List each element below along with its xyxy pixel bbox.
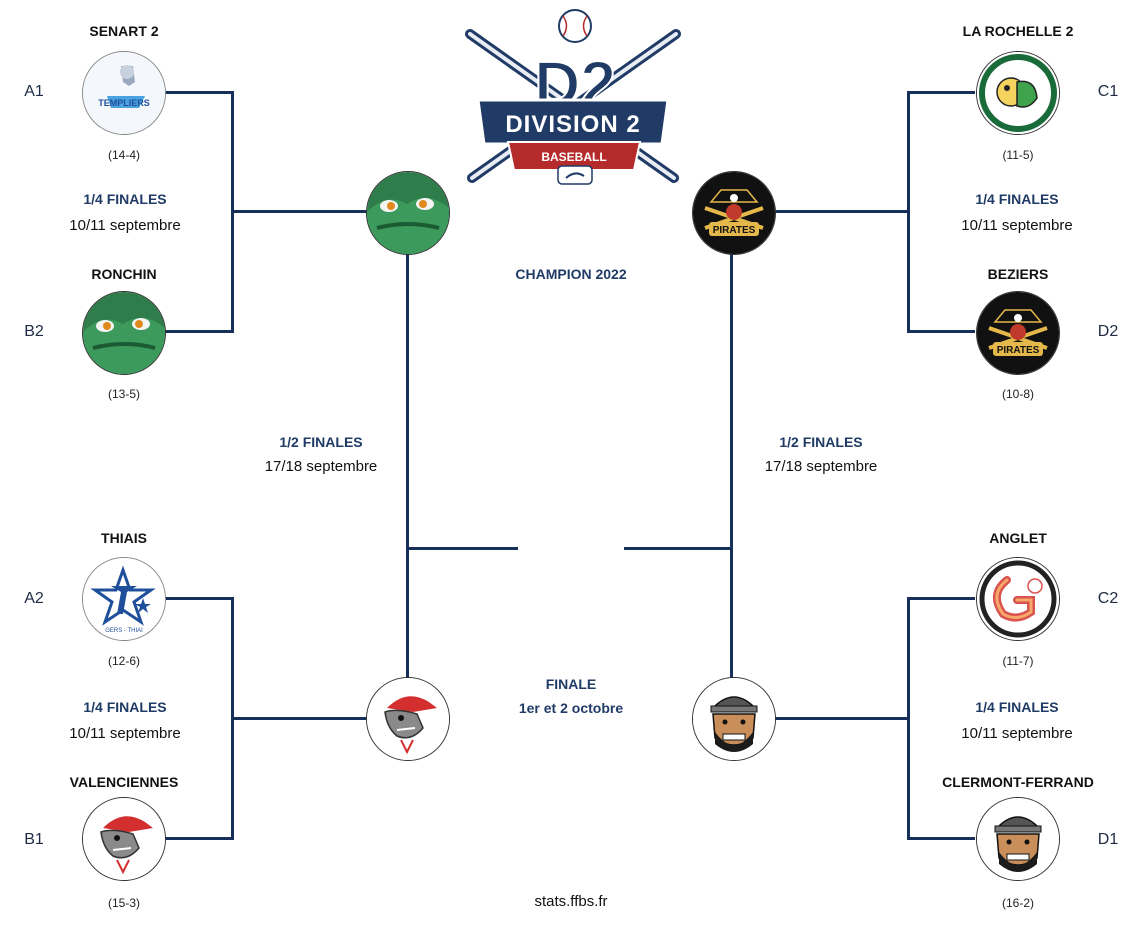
record-valenciennes: (15-3) (107, 896, 140, 910)
valenciennes-wolf-logo (82, 797, 166, 881)
team-name-ronchin: RONCHIN (91, 266, 157, 282)
team-name-thiais: THIAIS (101, 530, 147, 546)
clermont-viking-logo (976, 797, 1060, 881)
seed-beziers: D2 (1097, 323, 1119, 340)
ronchin-semifinal-logo (366, 171, 450, 255)
quarter-label-right-bottom: 1/4 FINALES (975, 699, 1059, 715)
baseball-icon (558, 9, 592, 43)
quarter-label-left-bottom: 1/4 FINALES (83, 699, 167, 715)
quarter-date-left-bottom: 10/11 septembre (69, 725, 181, 742)
quarter-date-left-top: 10/11 septembre (69, 217, 181, 234)
footer-source: stats.ffbs.fr (534, 893, 608, 910)
seed-valenciennes: B1 (24, 831, 44, 848)
division-2-logo: D2 DIVISION 2 BASEBALL (462, 6, 684, 186)
quarter-label-left-top: 1/4 FINALES (83, 191, 167, 207)
svg-text:TEMPLIERS: TEMPLIERS (98, 98, 150, 108)
quarter-date-right-bottom: 10/11 septembre (961, 725, 1073, 742)
senart-templiers-logo: TEMPLIERS (82, 51, 166, 135)
record-clermont: (16-2) (1001, 896, 1034, 910)
clermont-semifinal-logo (692, 677, 776, 761)
ronchin-dragon-logo (82, 291, 166, 375)
beziers-semifinal-logo: PIRATES (692, 171, 776, 255)
record-ronchin: (13-5) (107, 387, 140, 401)
svg-text:PIRATES: PIRATES (713, 225, 756, 236)
seed-larochelle: C1 (1097, 83, 1119, 100)
quarter-date-right-top: 10/11 septembre (961, 217, 1073, 234)
final-date: 1er et 2 octobre (518, 700, 624, 716)
team-name-valenciennes: VALENCIENNES (69, 774, 179, 790)
thiais-star-logo: GERS - THIAI (82, 557, 166, 641)
record-thiais: (12-6) (107, 654, 140, 668)
semi-label-right: 1/2 FINALES (779, 434, 863, 450)
team-name-clermont: CLERMONT-FERRAND (942, 774, 1094, 790)
valenciennes-semifinal-logo (366, 677, 450, 761)
svg-text:BASEBALL: BASEBALL (541, 150, 606, 164)
champion-label: CHAMPION 2022 (515, 266, 627, 282)
seed-senart: A1 (24, 83, 44, 100)
semi-date-left: 17/18 septembre (264, 458, 378, 475)
team-name-anglet: ANGLET (989, 530, 1047, 546)
quarter-label-right-top: 1/4 FINALES (975, 191, 1059, 207)
team-name-larochelle: LA ROCHELLE 2 (962, 23, 1074, 39)
beziers-pirates-logo: PIRATES (976, 291, 1060, 375)
seed-clermont: D1 (1097, 831, 1119, 848)
semi-date-right: 17/18 septembre (764, 458, 878, 475)
seed-thiais: A2 (24, 590, 44, 607)
svg-text:GERS - THIAI: GERS - THIAI (105, 628, 143, 634)
svg-text:DIVISION 2: DIVISION 2 (505, 111, 640, 138)
record-anglet: (11-7) (1002, 654, 1034, 668)
semi-label-left: 1/2 FINALES (279, 434, 363, 450)
record-senart: (14-4) (107, 148, 140, 162)
record-beziers: (10-8) (1001, 387, 1034, 401)
team-name-senart: SENART 2 (89, 23, 159, 39)
seed-anglet: C2 (1097, 590, 1119, 607)
seed-ronchin: B2 (24, 323, 44, 340)
record-larochelle: (11-5) (1002, 148, 1034, 162)
team-name-beziers: BEZIERS (987, 266, 1049, 282)
svg-text:PIRATES: PIRATES (997, 345, 1040, 356)
larochelle-logo (976, 51, 1060, 135)
anglet-logo (976, 557, 1060, 641)
final-label: FINALE (545, 676, 597, 692)
